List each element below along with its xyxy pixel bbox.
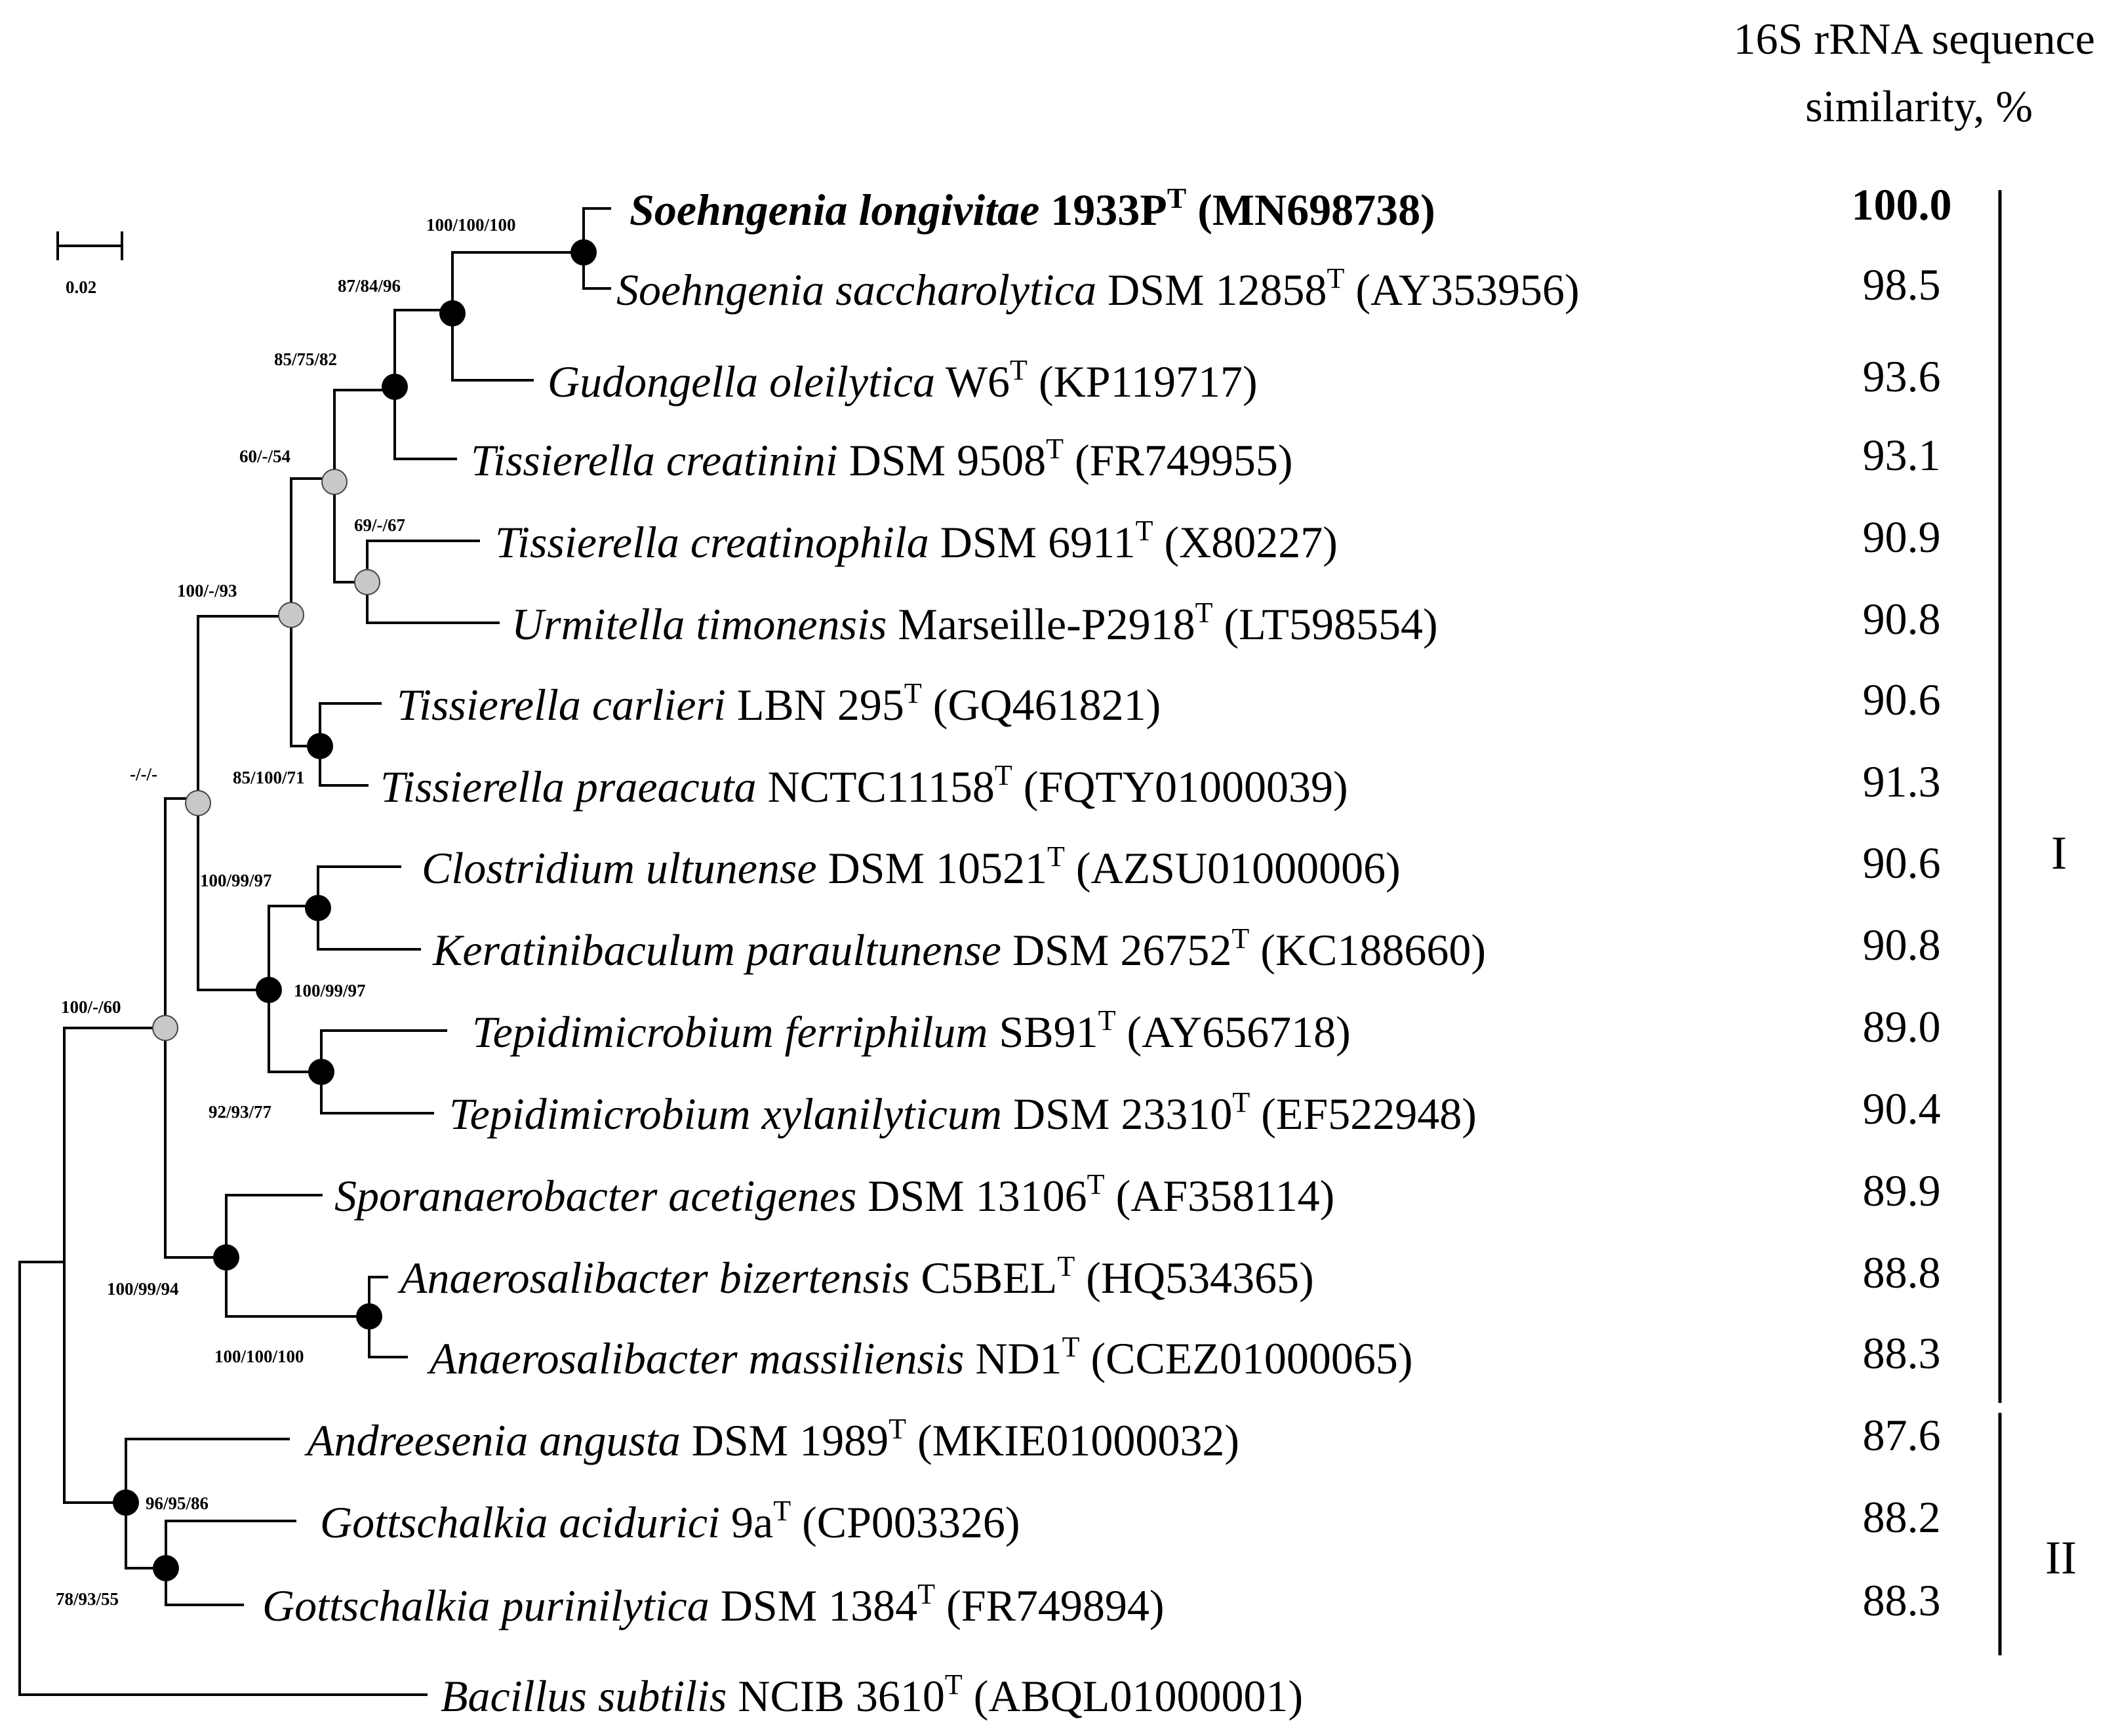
taxon-label: Gudongella oleilytica W6T (KP119717)	[548, 354, 1258, 406]
bootstrap-labels: 100/100/100 87/84/96 85/75/82 60/-/54 69…	[56, 215, 516, 1609]
taxon-label: Keratinibaculum paraultunense DSM 26752T…	[432, 922, 1486, 975]
node-black	[213, 1244, 239, 1271]
node-black	[153, 1555, 179, 1581]
similarity-value: 90.6	[1863, 838, 1941, 888]
taxon-label: Gottschalkia acidurici 9aT (CP003326)	[320, 1495, 1020, 1547]
node-grey	[185, 790, 211, 816]
bootstrap-label: 100/100/100	[214, 1347, 304, 1366]
bootstrap-label: 100/99/94	[107, 1279, 179, 1299]
group-brackets: I II	[1998, 190, 2077, 1655]
node-black	[308, 1059, 334, 1085]
taxon-label: Bacillus subtilis NCIB 3610T (ABQL010000…	[441, 1668, 1303, 1721]
bootstrap-label: 85/75/82	[274, 349, 337, 369]
node-grey	[152, 1015, 178, 1041]
bootstrap-label: 100/100/100	[426, 215, 516, 235]
similarity-value: 89.0	[1863, 1002, 1941, 1052]
taxa-labels: Soehngenia longivitae 1933PT (MN698738) S…	[262, 182, 1580, 1721]
node-grey	[354, 569, 380, 595]
similarity-value: 93.1	[1863, 430, 1941, 480]
node-markers	[113, 239, 597, 1581]
similarity-value: 88.3	[1863, 1575, 1941, 1625]
similarity-value: 90.4	[1863, 1084, 1941, 1134]
bootstrap-label: 92/93/77	[209, 1102, 271, 1122]
taxon-label: Tissierella carlieri LBN 295T (GQ461821)	[397, 677, 1161, 730]
taxon-label: Soehngenia saccharolytica DSM 12858T (AY…	[616, 262, 1580, 315]
bootstrap-label: 100/-/60	[61, 997, 121, 1017]
node-black	[113, 1489, 139, 1516]
similarity-value: 90.8	[1863, 594, 1941, 644]
similarity-value: 88.8	[1863, 1248, 1941, 1297]
similarity-value: 100.0	[1852, 180, 1952, 229]
similarity-value: 89.9	[1863, 1166, 1941, 1215]
scale-bar: 0.02	[56, 231, 123, 297]
bootstrap-label: 85/100/71	[233, 768, 305, 787]
taxon-label: Andreesenia angusta DSM 1989T (MKIE01000…	[304, 1413, 1239, 1465]
taxon-label: Urmitella timonensis Marseille-P2918T (L…	[511, 597, 1438, 649]
similarity-value: 87.6	[1863, 1410, 1941, 1460]
node-black	[307, 733, 333, 759]
node-black	[305, 895, 331, 921]
taxon-label: Tissierella praeacuta NCTC11158T (FQTY01…	[380, 759, 1348, 812]
node-black	[256, 977, 282, 1003]
bootstrap-label: 96/95/86	[146, 1493, 209, 1513]
taxon-label: Anaerosalibacter bizertensis C5BELT (HQ5…	[397, 1250, 1314, 1303]
taxon-label: Gottschalkia purinilytica DSM 1384T (FR7…	[262, 1578, 1165, 1630]
node-black	[439, 300, 466, 326]
node-grey	[321, 469, 348, 495]
similarity-value: 88.2	[1863, 1492, 1941, 1542]
similarity-value: 98.5	[1863, 260, 1941, 309]
node-black	[570, 239, 597, 266]
header-line-2: similarity, %	[1805, 81, 2033, 131]
group-i-label: I	[2051, 827, 2067, 879]
similarity-value: 93.6	[1863, 351, 1941, 401]
group-ii-label: II	[2045, 1531, 2077, 1584]
bootstrap-label: 100/99/97	[200, 871, 272, 890]
bootstrap-label: 60/-/54	[239, 446, 290, 466]
taxon-label: Anaerosalibacter massiliensis ND1T (CCEZ…	[427, 1331, 1413, 1383]
header-line-1: 16S rRNA sequence	[1734, 14, 2095, 64]
similarity-value: 90.9	[1863, 512, 1941, 562]
similarity-value: 90.8	[1863, 920, 1941, 970]
similarity-value: 91.3	[1863, 757, 1941, 806]
taxon-label: Tepidimicrobium xylanilyticum DSM 23310T…	[449, 1086, 1477, 1139]
bootstrap-label: 78/93/55	[56, 1589, 119, 1609]
taxon-label: Sporanaerobacter acetigenes DSM 13106T (…	[334, 1168, 1334, 1221]
node-black	[356, 1303, 382, 1330]
similarity-value: 90.6	[1863, 675, 1941, 724]
node-black	[382, 374, 408, 400]
taxon-label: Tissierella creatinini DSM 9508T (FR7499…	[471, 433, 1293, 485]
similarity-column: 100.0 98.5 93.6 93.1 90.9 90.8 90.6 91.3 90.6 90.…	[1852, 180, 1952, 1625]
similarity-value: 88.3	[1863, 1328, 1941, 1378]
taxon-label: Tissierella creatinophila DSM 6911T (X80…	[495, 515, 1338, 567]
scale-bar-label: 0.02	[66, 277, 96, 297]
bootstrap-label: -/-/-	[130, 764, 157, 784]
bootstrap-label: 100/-/93	[177, 581, 237, 601]
node-grey	[278, 602, 304, 628]
bootstrap-label: 100/99/97	[294, 981, 366, 1000]
bootstrap-label: 87/84/96	[338, 276, 401, 296]
taxon-label: Tepidimicrobium ferriphilum SB91T (AY656…	[472, 1004, 1351, 1057]
taxon-label: Clostridium ultunense DSM 10521T (AZSU01…	[422, 840, 1401, 893]
taxon-label: Soehngenia longivitae 1933PT (MN698738)	[629, 182, 1435, 235]
bootstrap-label: 69/-/67	[354, 515, 405, 535]
